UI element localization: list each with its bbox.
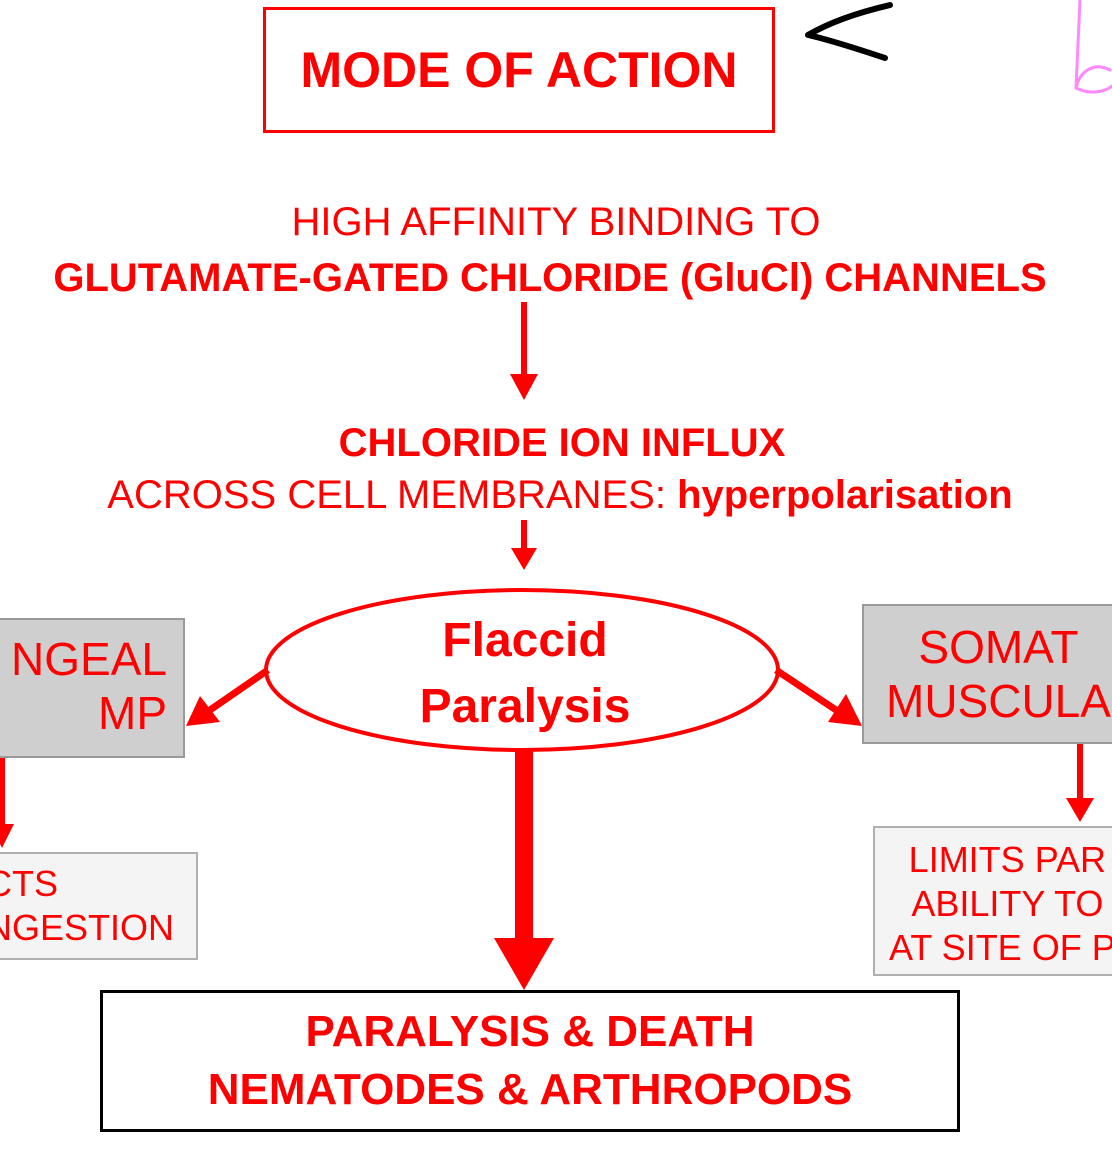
arrow-down-icon (1066, 744, 1094, 822)
right-light-label: LIMITS PAR ABILITY TO AT SITE OF PI (889, 839, 1112, 968)
title-box: MODE OF ACTION (263, 7, 775, 133)
arrow-left-icon (186, 667, 270, 726)
arrow-right-icon (774, 667, 862, 726)
binding-line: HIGH AFFINITY BINDING TO (291, 200, 821, 244)
left-light-box: CTS NGESTION (0, 852, 198, 960)
outcome-line-1: PARALYSIS & DEATH (305, 1007, 755, 1056)
hyperpolarisation-term: hyperpolarisation (677, 473, 1013, 517)
outcome-box: PARALYSIS & DEATH NEMATODES & ARTHROPODS (100, 990, 960, 1132)
left-grey-box: NGEAL MP (0, 618, 185, 758)
arrow-down-icon (0, 758, 14, 848)
membrane-prefix: ACROSS CELL MEMBRANES: (107, 473, 678, 517)
right-grey-box: SOMAT MUSCULA (862, 604, 1112, 744)
membrane-line: ACROSS CELL MEMBRANES: hyperpolarisation (4, 473, 1112, 518)
handwritten-arrow-icon (805, 2, 893, 61)
right-grey-label: SOMAT MUSCULA (886, 621, 1111, 727)
arrow-down-icon (510, 302, 538, 400)
left-light-label: CTS NGESTION (0, 863, 174, 948)
right-light-box: LIMITS PAR ABILITY TO AT SITE OF PI (873, 826, 1112, 976)
chloride-influx-line: CHLORIDE ION INFLUX (338, 421, 786, 465)
glucl-channels-line: GLUTAMATE-GATED CHLORIDE (GluCl) CHANNEL… (53, 256, 1047, 300)
outcome-line-2: NEMATODES & ARTHROPODS (207, 1065, 853, 1114)
title: MODE OF ACTION (300, 42, 738, 98)
handwritten-scribble-icon (1074, 0, 1112, 94)
arrow-down-icon (511, 520, 537, 570)
left-grey-label: NGEAL MP (11, 633, 167, 739)
flaccid-paralysis-label: Flaccid Paralysis (419, 614, 631, 733)
arrow-down-thick-icon (494, 750, 554, 990)
